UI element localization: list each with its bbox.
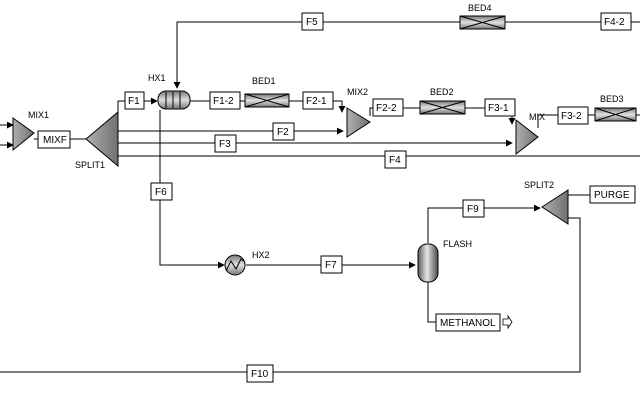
f2-2-label: F2-2 (376, 103, 397, 114)
mix3-block[interactable] (515, 118, 539, 156)
stream-label-f4[interactable]: F4 (384, 150, 407, 169)
mixf-label: MIXF (43, 135, 67, 146)
bed2-label: BED2 (430, 87, 454, 97)
f2-label: F2 (277, 127, 289, 138)
product-arrow-icon (502, 314, 513, 330)
purge-label: PURGE (594, 190, 630, 201)
hx1-block[interactable] (157, 90, 191, 110)
methanol-block[interactable]: METHANOL (435, 313, 501, 332)
f6-stream-line[interactable] (159, 110, 225, 269)
mix1-block[interactable] (12, 117, 35, 152)
stream-label-f4-2[interactable]: F4-2 (600, 12, 632, 31)
f2-1-label: F2-1 (306, 96, 327, 107)
f9-stream-line[interactable] (427, 204, 541, 243)
f6-label: F6 (155, 187, 167, 198)
f5-stream-line[interactable] (173, 21, 460, 89)
f3-2-label: F3-2 (561, 111, 582, 122)
bed3-block[interactable] (594, 107, 637, 122)
stream-label-f2-1[interactable]: F2-1 (302, 91, 334, 110)
methanol-label: METHANOL (440, 318, 496, 329)
f4-label: F4 (389, 155, 401, 166)
flash-label: FLASH (443, 239, 472, 249)
stream-label-f7[interactable]: F7 (320, 255, 343, 274)
mix2-block[interactable] (346, 107, 371, 138)
f10-stream-line[interactable] (0, 217, 581, 373)
stream-label-f9[interactable]: F9 (462, 199, 485, 218)
split1-block[interactable] (85, 110, 119, 168)
stream-label-f3-1[interactable]: F3-1 (484, 98, 516, 117)
bed4-block[interactable] (459, 15, 506, 30)
f3-label: F3 (219, 139, 231, 150)
f1-label: F1 (128, 96, 140, 107)
f7-label: F7 (325, 260, 337, 271)
hx2-block[interactable] (224, 254, 246, 276)
stream-label-f3[interactable]: F3 (214, 134, 237, 153)
mix1-label: MIX1 (28, 110, 49, 120)
bed4-label: BED4 (468, 3, 492, 13)
mix3-label: MIX (529, 112, 545, 122)
split2-label: SPLIT2 (524, 180, 554, 190)
bed1-label: BED1 (252, 76, 276, 86)
purge-block[interactable]: PURGE (589, 185, 636, 204)
mixf-stream-label[interactable]: MIXF (37, 130, 71, 149)
stream-label-f2-2[interactable]: F2-2 (372, 98, 404, 117)
stream-label-f5[interactable]: F5 (301, 12, 324, 31)
f1-2-label: F1-2 (213, 96, 234, 107)
f5-label: F5 (306, 17, 318, 28)
split2-block[interactable] (541, 189, 569, 225)
stream-label-f6[interactable]: F6 (150, 182, 173, 201)
hx1-label: HX1 (148, 73, 166, 83)
f9-label: F9 (467, 204, 479, 215)
stream-label-f2[interactable]: F2 (272, 122, 295, 141)
bed3-label: BED3 (600, 94, 624, 104)
stream-label-f3-2[interactable]: F3-2 (557, 106, 589, 125)
hx2-label: HX2 (252, 250, 270, 260)
mix2-label: MIX2 (347, 87, 368, 97)
stream-label-f10[interactable]: F10 (246, 364, 274, 383)
bed2-block[interactable] (419, 100, 466, 115)
stream-label-f1-2[interactable]: F1-2 (209, 91, 241, 110)
bed1-block[interactable] (244, 93, 290, 108)
split1-label: SPLIT1 (75, 160, 105, 170)
f3-1-label: F3-1 (488, 103, 509, 114)
flash-block[interactable] (417, 243, 439, 283)
methanol-stream-line[interactable] (427, 282, 436, 323)
f4-2-label: F4-2 (604, 17, 625, 28)
stream-label-f1[interactable]: F1 (124, 91, 145, 110)
f10-label: F10 (251, 369, 269, 380)
